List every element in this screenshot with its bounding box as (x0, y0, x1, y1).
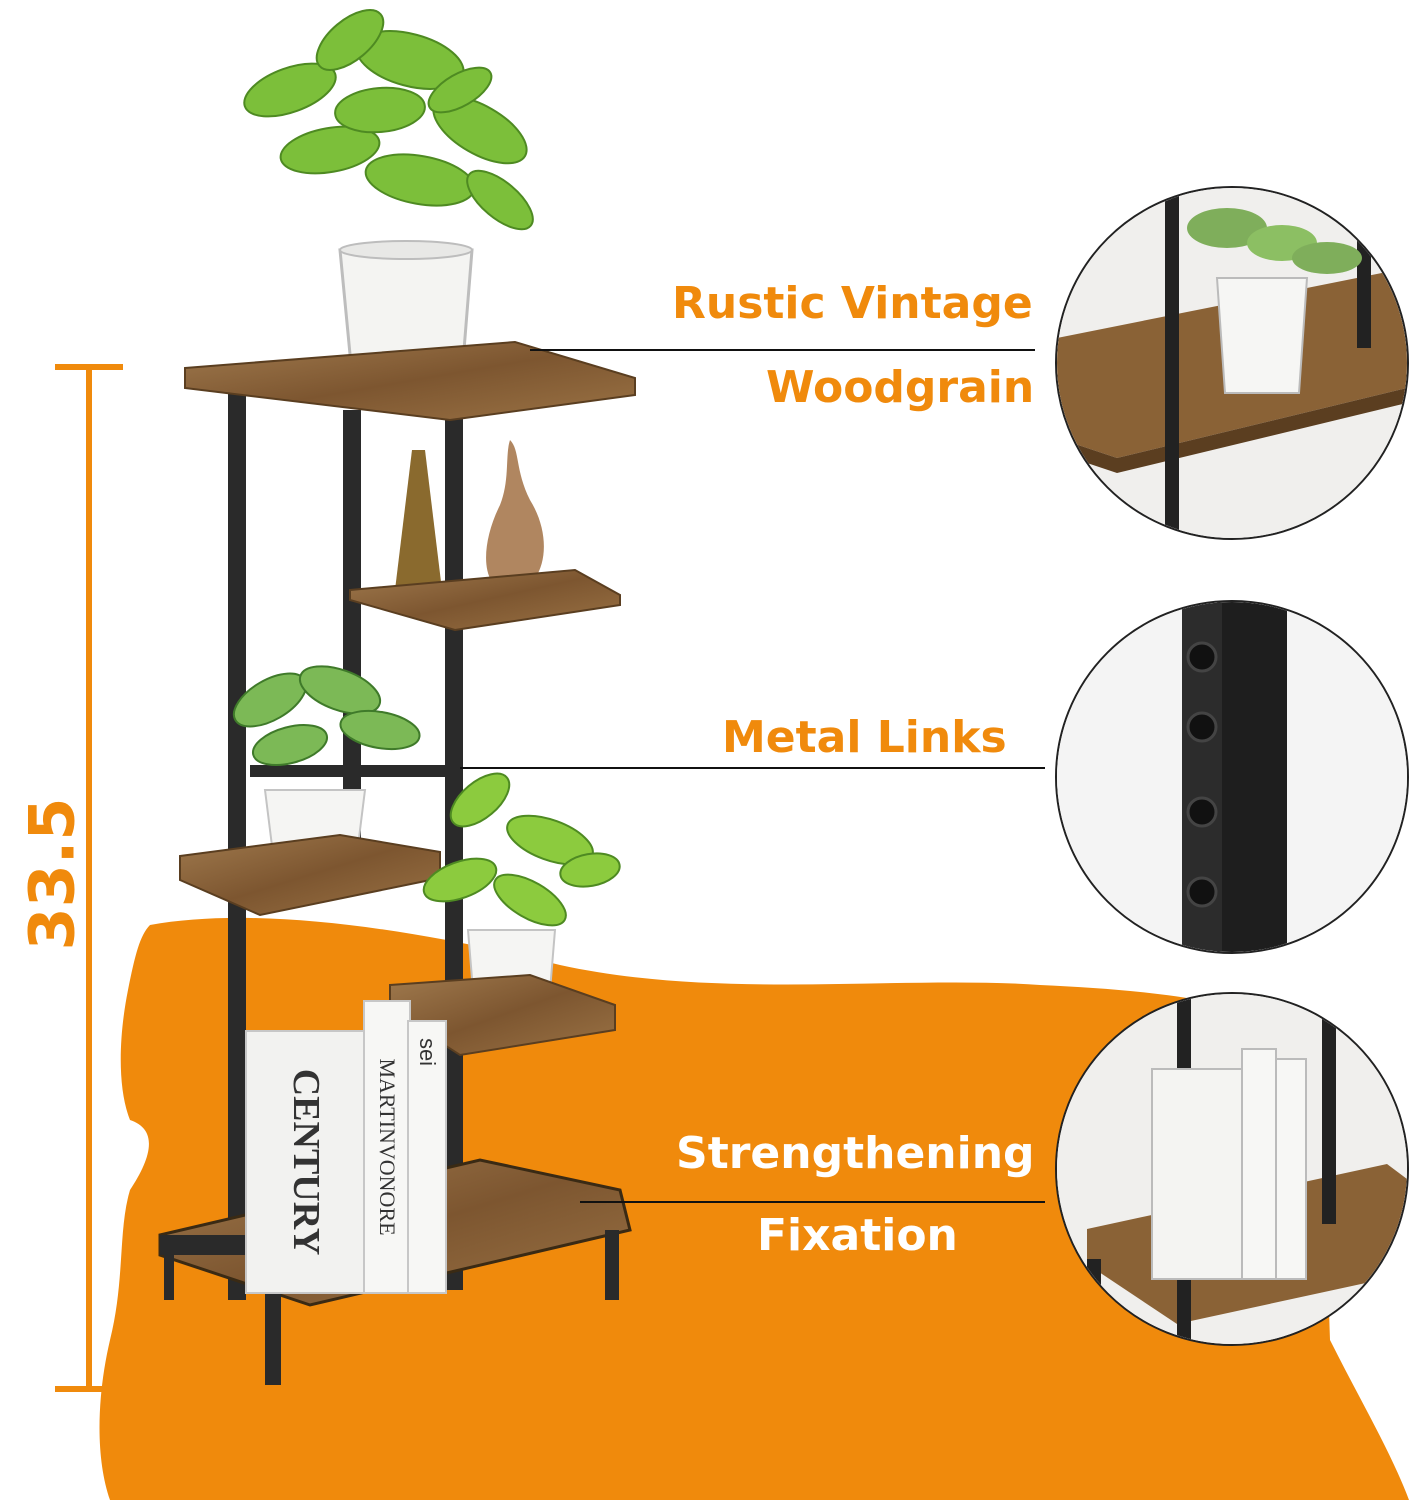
callout-strengthening: Strengthening (676, 1128, 1035, 1179)
leader-line-bottom (580, 1201, 1045, 1203)
callout-rustic-vintage: Rustic Vintage (672, 278, 1033, 329)
leader-line-middle (460, 767, 1045, 769)
height-dimension-label: 33.5 (15, 797, 89, 951)
leader-line-top (530, 349, 1035, 351)
book-century: CENTURY (245, 1030, 367, 1294)
callout-fixation: Fixation (757, 1210, 958, 1261)
detail-circle-metal-links (1055, 600, 1409, 954)
detail-circle-woodgrain (1055, 186, 1409, 540)
book-sei: sei (407, 1020, 447, 1294)
detail-circle-fixation (1055, 992, 1409, 1346)
plant-stand-illustration (158, 9, 636, 1385)
books-group: CENTURY MARTINVONORE sei (245, 990, 447, 1294)
book-martinvonore-spine: MARTINVONORE (375, 1058, 400, 1236)
callout-metal-links: Metal Links (722, 712, 1007, 763)
book-sei-spine: sei (415, 1037, 440, 1067)
height-dimension-line (55, 364, 123, 1392)
book-century-spine: CENTURY (285, 1068, 327, 1256)
book-martinvonore: MARTINVONORE (363, 1000, 411, 1294)
callout-woodgrain: Woodgrain (766, 362, 1035, 413)
